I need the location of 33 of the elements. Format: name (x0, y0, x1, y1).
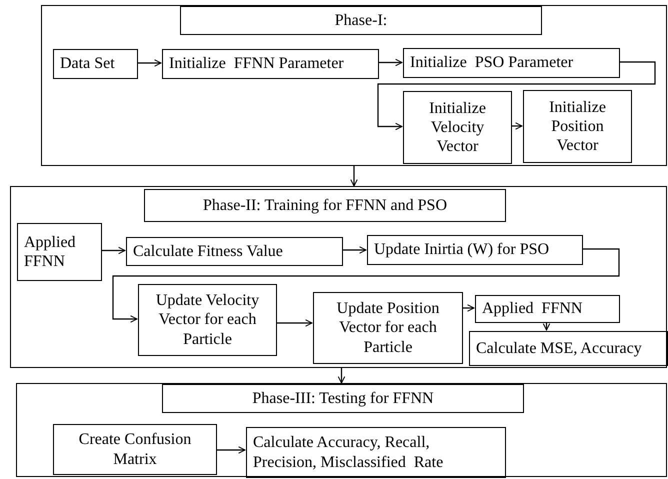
process-box: Calculate Fitness Value (126, 237, 343, 266)
process-box: Update Inirtia (W) for PSO (367, 235, 583, 265)
arrow (342, 246, 366, 254)
arrow (462, 304, 474, 312)
process-box: Applied FFNN (17, 223, 102, 281)
process-box: Calculate Accuracy, Recall, Precision, Misclassified Rate (246, 427, 506, 478)
phase-panel (10, 186, 667, 368)
process-box: Initialize FFNN Parameter (162, 49, 379, 79)
arrow (101, 246, 126, 254)
phase-heading: Phase-II: Training for FFNN and PSO (144, 189, 506, 222)
arrow (350, 166, 358, 186)
process-box: Update Velocity Vector for each Particle (138, 284, 277, 356)
arrow (542, 322, 550, 330)
phase-panel (41, 5, 667, 166)
process-box: Create Confusion Matrix (53, 424, 217, 475)
arrow (112, 248, 620, 323)
arrow (216, 446, 246, 454)
arrow (276, 319, 312, 327)
process-box: Initialize Velocity Vector (403, 91, 512, 164)
phase-panel (16, 383, 667, 477)
phase-heading: Phase-III: Testing for FFNN (162, 384, 524, 413)
phase-heading: Phase-I: (180, 6, 542, 35)
arrow (338, 368, 346, 384)
arrow (378, 58, 402, 66)
process-box: Calculate MSE, Accuracy (469, 331, 668, 366)
arrow (137, 59, 162, 67)
arrow (377, 61, 656, 130)
process-box: Update Position Vector for each Particle (313, 292, 463, 364)
process-box: Applied FFNN (475, 295, 620, 323)
arrow (511, 122, 522, 130)
process-box: Initialize Position Vector (523, 90, 632, 163)
process-box: Data Set (53, 49, 138, 79)
process-box: Initialize PSO Parameter (403, 48, 620, 78)
